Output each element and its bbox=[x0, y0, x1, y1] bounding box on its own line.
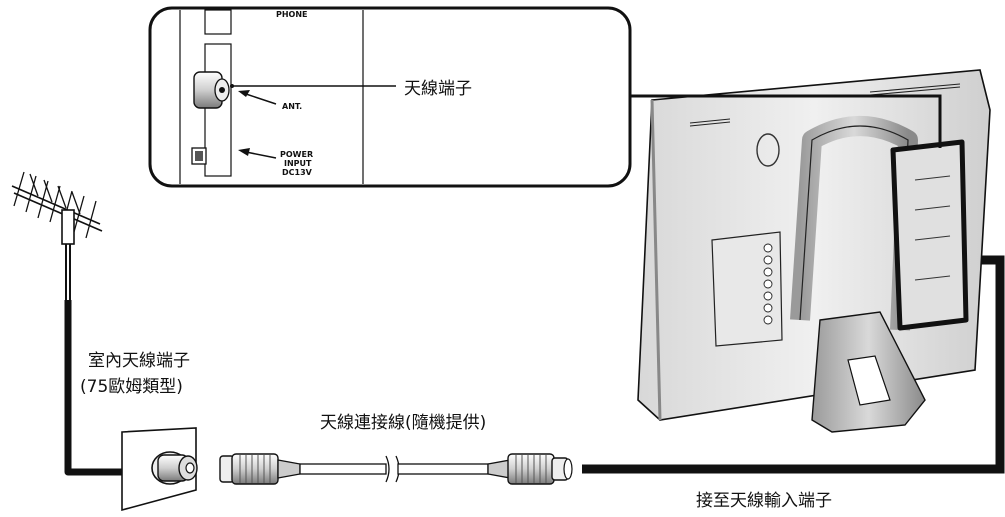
power-label-line3: DC13V bbox=[282, 168, 312, 177]
power-label-line2: INPUT bbox=[284, 159, 312, 168]
antenna-cable bbox=[64, 300, 128, 476]
ant-label: ANT. bbox=[282, 102, 303, 111]
power-label-line1: POWER bbox=[280, 150, 314, 159]
indoor-terminal-type-label: (75歐姆類型) bbox=[80, 377, 183, 397]
indoor-terminal-label: 室內天線端子 bbox=[88, 351, 190, 371]
destination-label: 接至天線輸入端子 bbox=[696, 491, 832, 511]
phone-label: PHONE bbox=[276, 10, 308, 19]
arrow-icon bbox=[238, 90, 277, 159]
callout-box bbox=[148, 6, 632, 188]
coax-plug-icon bbox=[219, 453, 573, 485]
wall-outlet-icon bbox=[121, 427, 198, 512]
antenna-icon bbox=[11, 171, 103, 300]
cable-label: 天線連接線(隨機提供) bbox=[320, 413, 487, 433]
antenna-terminal-label: 天線端子 bbox=[404, 79, 472, 99]
tv-monitor-icon bbox=[637, 69, 991, 433]
